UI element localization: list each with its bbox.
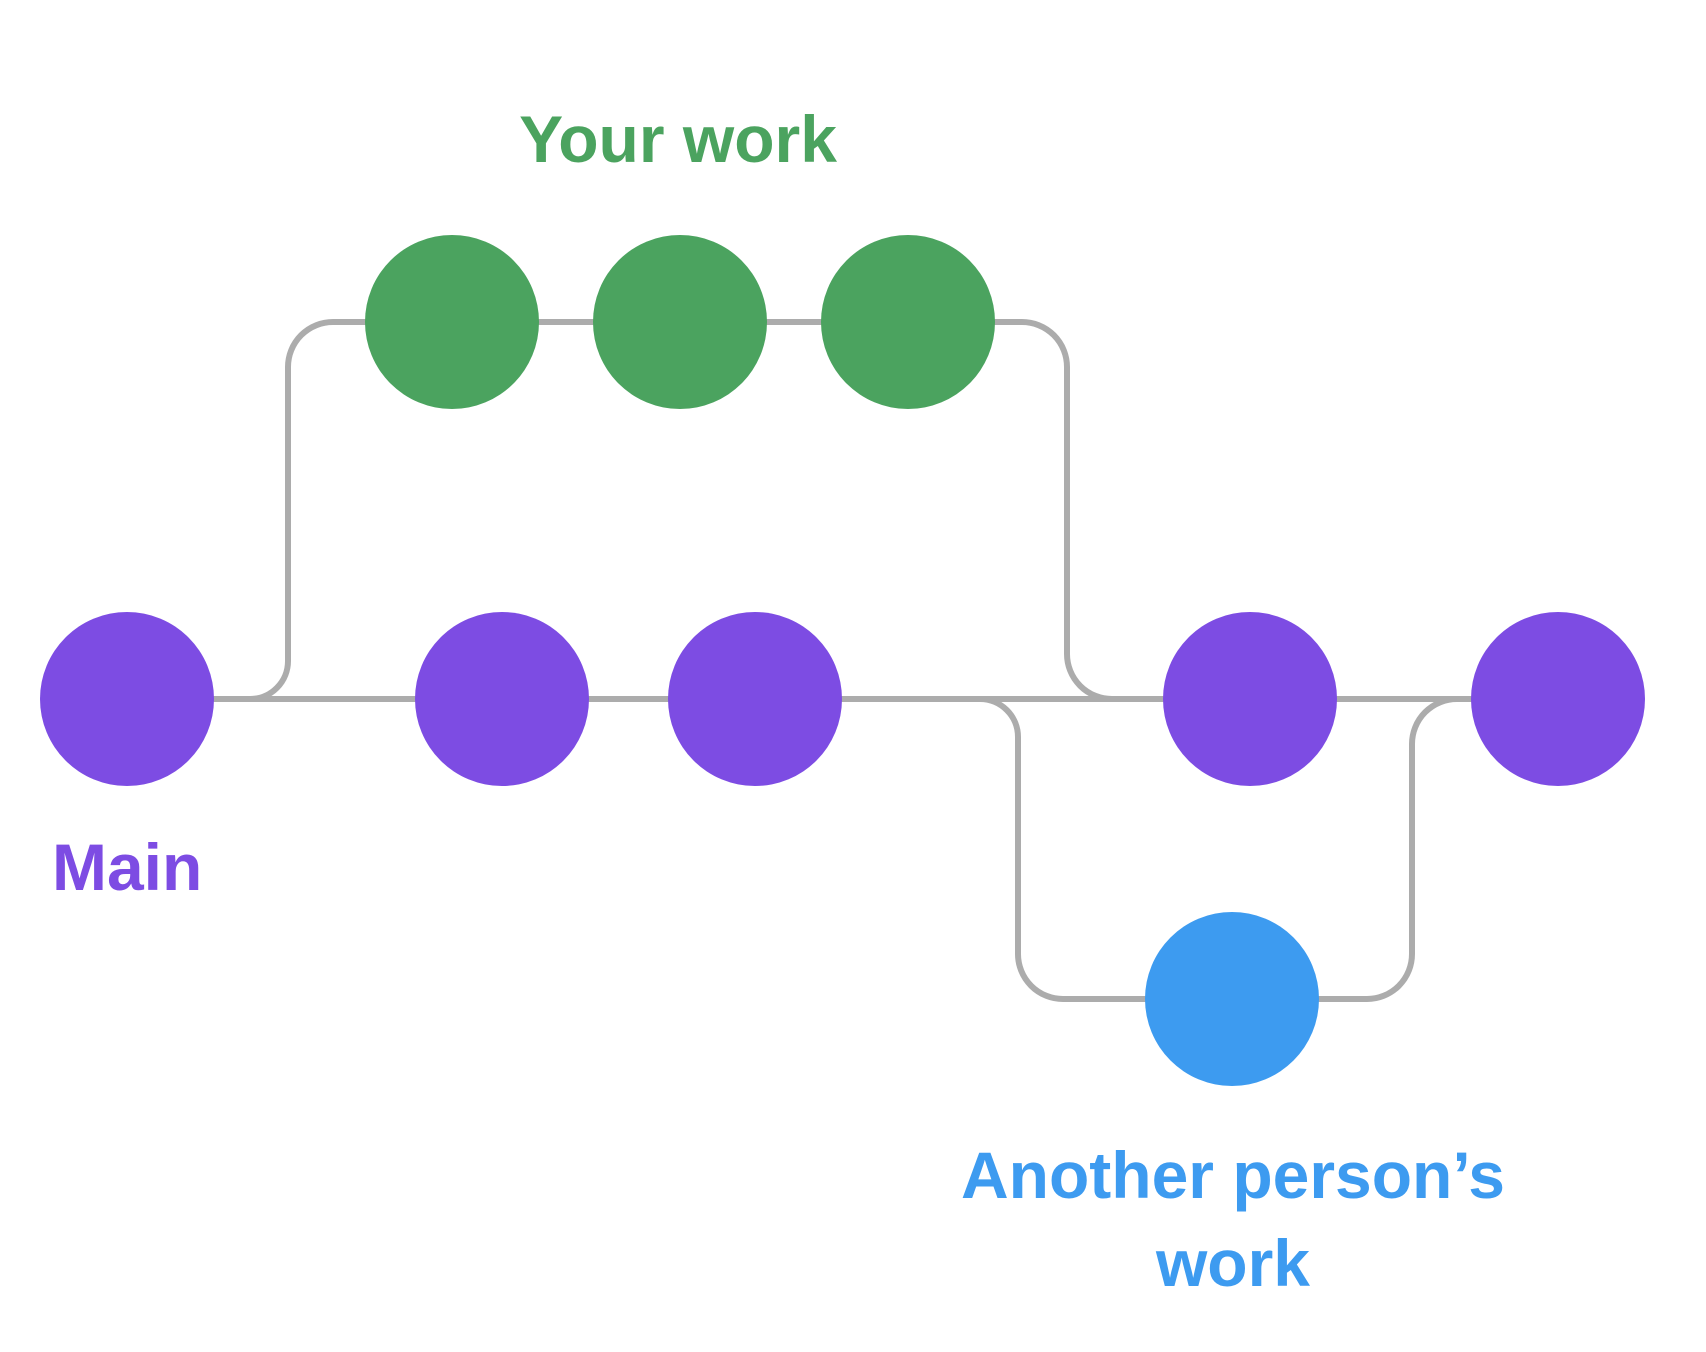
your-work-branch-line [211,319,1166,702]
main-branch-label: Main [52,830,202,904]
another-person-branch-line [877,696,1483,1002]
another-person-branch-label-line1: Another person’s [961,1138,1505,1212]
main-commit-node-5 [1471,612,1645,786]
another-person-commit-node-1 [1145,912,1319,1086]
main-commit-node-4 [1163,612,1337,786]
your-work-branch-label: Your work [519,102,837,176]
your-work-commit-node-2 [593,235,767,409]
main-commit-node-1 [40,612,214,786]
another-person-branch-label-line2: work [1155,1226,1310,1300]
your-work-commit-node-3 [821,235,995,409]
your-work-commit-node-1 [365,235,539,409]
main-commit-node-2 [415,612,589,786]
main-commit-node-3 [668,612,842,786]
